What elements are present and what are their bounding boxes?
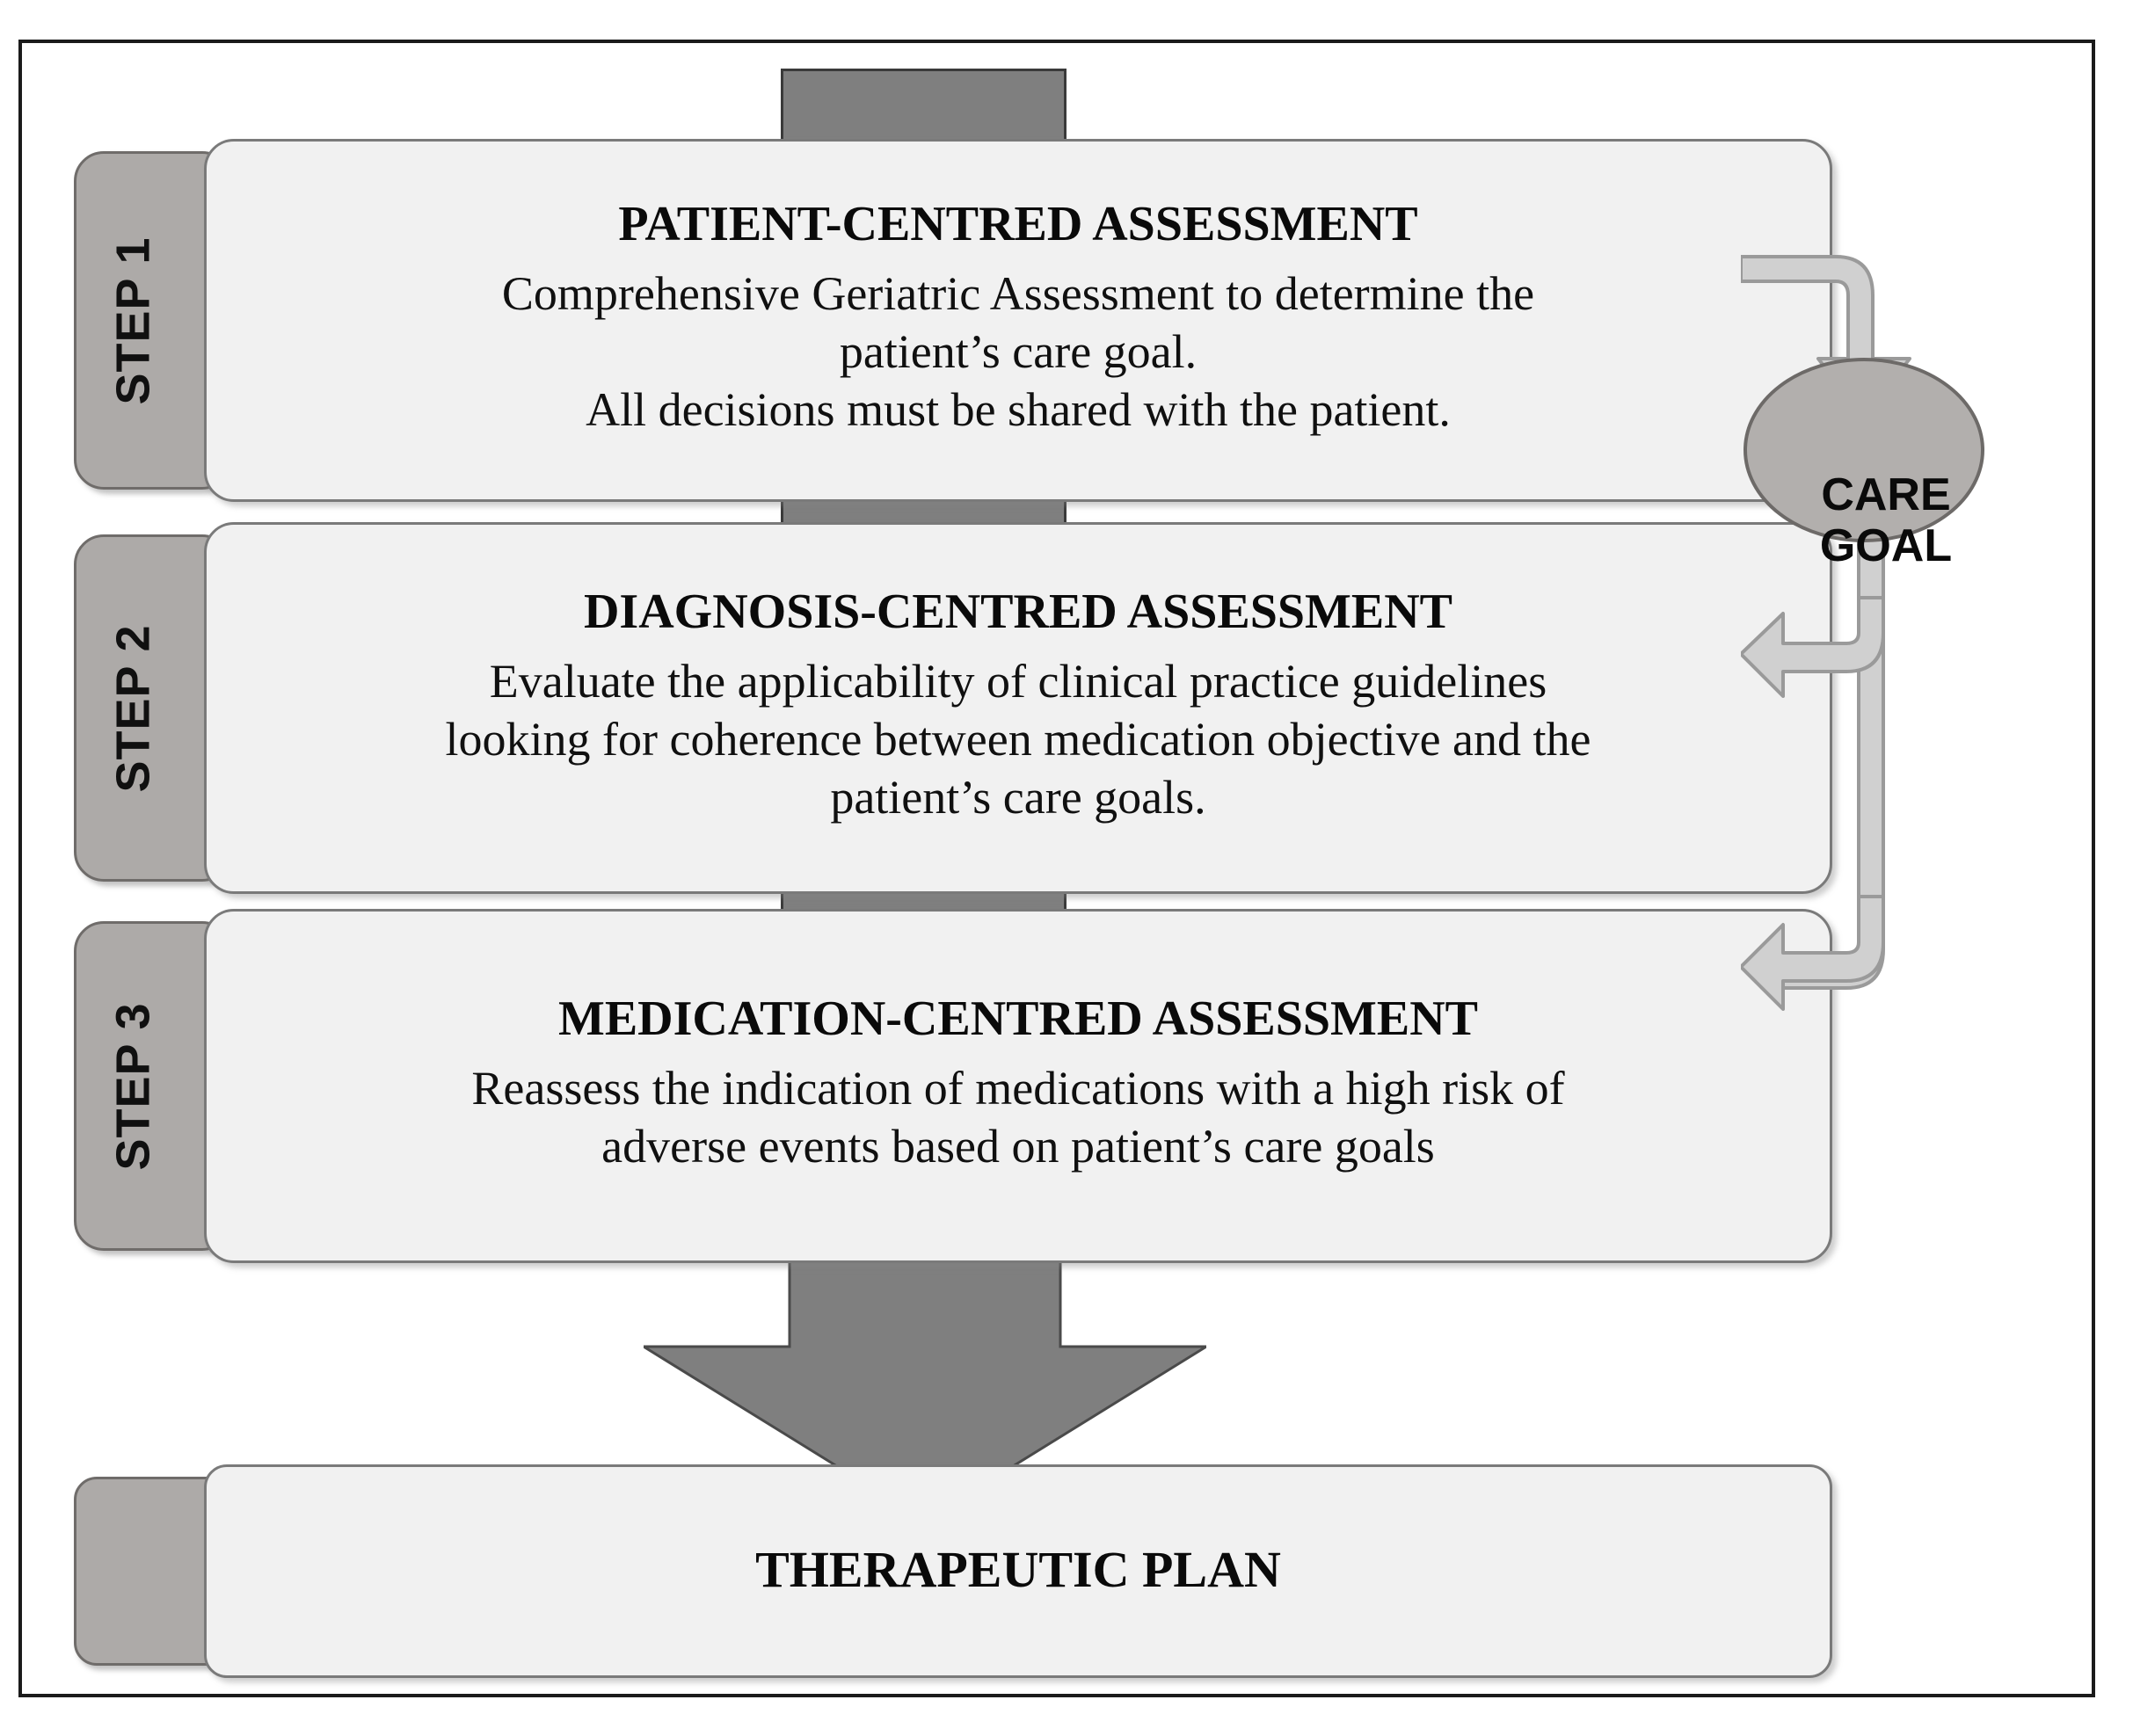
step-2-description-line: patient’s care goals.	[830, 770, 1206, 824]
step-1-card: STEP 1 PATIENT-CENTRED ASSESSMENT Compre…	[74, 139, 1832, 502]
step-1-description-line: patient’s care goal.	[839, 324, 1198, 378]
therapeutic-plan-title: THERAPEUTIC PLAN	[755, 1541, 1281, 1598]
step-2-card: STEP 2 DIAGNOSIS-CENTRED ASSESSMENT Eval…	[74, 522, 1832, 894]
arrow-care-goal-to-step2-icon	[1741, 596, 1885, 698]
step-2-description-line: Evaluate the applicability of clinical p…	[489, 654, 1547, 708]
step-3-title: MEDICATION-CENTRED ASSESSMENT	[557, 991, 1479, 1047]
step-2-tab-label: STEP 2	[106, 623, 160, 793]
step-2-description: Evaluate the applicability of clinical p…	[446, 653, 1591, 827]
step-1-description: Comprehensive Geriatric Assessment to de…	[502, 265, 1534, 439]
step-2-body: DIAGNOSIS-CENTRED ASSESSMENT Evaluate th…	[204, 522, 1832, 894]
step-1-title: PATIENT-CENTRED ASSESSMENT	[618, 197, 1418, 252]
step-1-description-line: Comprehensive Geriatric Assessment to de…	[501, 266, 1535, 320]
therapeutic-plan-card: THERAPEUTIC PLAN	[74, 1464, 1832, 1678]
step-3-tab-label: STEP 3	[106, 1001, 160, 1171]
care-goal-ellipse	[1744, 358, 1984, 542]
step-3-description-line: adverse events based on patient’s care g…	[601, 1119, 1435, 1173]
step-3-description-line: Reassess the indication of medications w…	[471, 1061, 1565, 1115]
large-down-arrow-icon	[644, 1248, 1206, 1521]
step-1-tab-label: STEP 1	[106, 236, 160, 405]
step-1-description-line: All decisions must be shared with the pa…	[586, 382, 1451, 436]
step-2-title: DIAGNOSIS-CENTRED ASSESSMENT	[583, 585, 1453, 640]
step-3-description: Reassess the indication of medications w…	[471, 1060, 1564, 1176]
step-3-body: MEDICATION-CENTRED ASSESSMENT Reassess t…	[204, 909, 1832, 1263]
therapeutic-plan-body: THERAPEUTIC PLAN	[204, 1464, 1832, 1678]
step-3-card: STEP 3 MEDICATION-CENTRED ASSESSMENT Rea…	[74, 909, 1832, 1263]
step-1-body: PATIENT-CENTRED ASSESSMENT Comprehensive…	[204, 139, 1832, 502]
care-goal-feedback-loop	[1741, 255, 1984, 1011]
step-2-description-line: looking for coherence between medication…	[445, 712, 1591, 766]
arrow-care-goal-to-step3-icon	[1741, 895, 1885, 1011]
